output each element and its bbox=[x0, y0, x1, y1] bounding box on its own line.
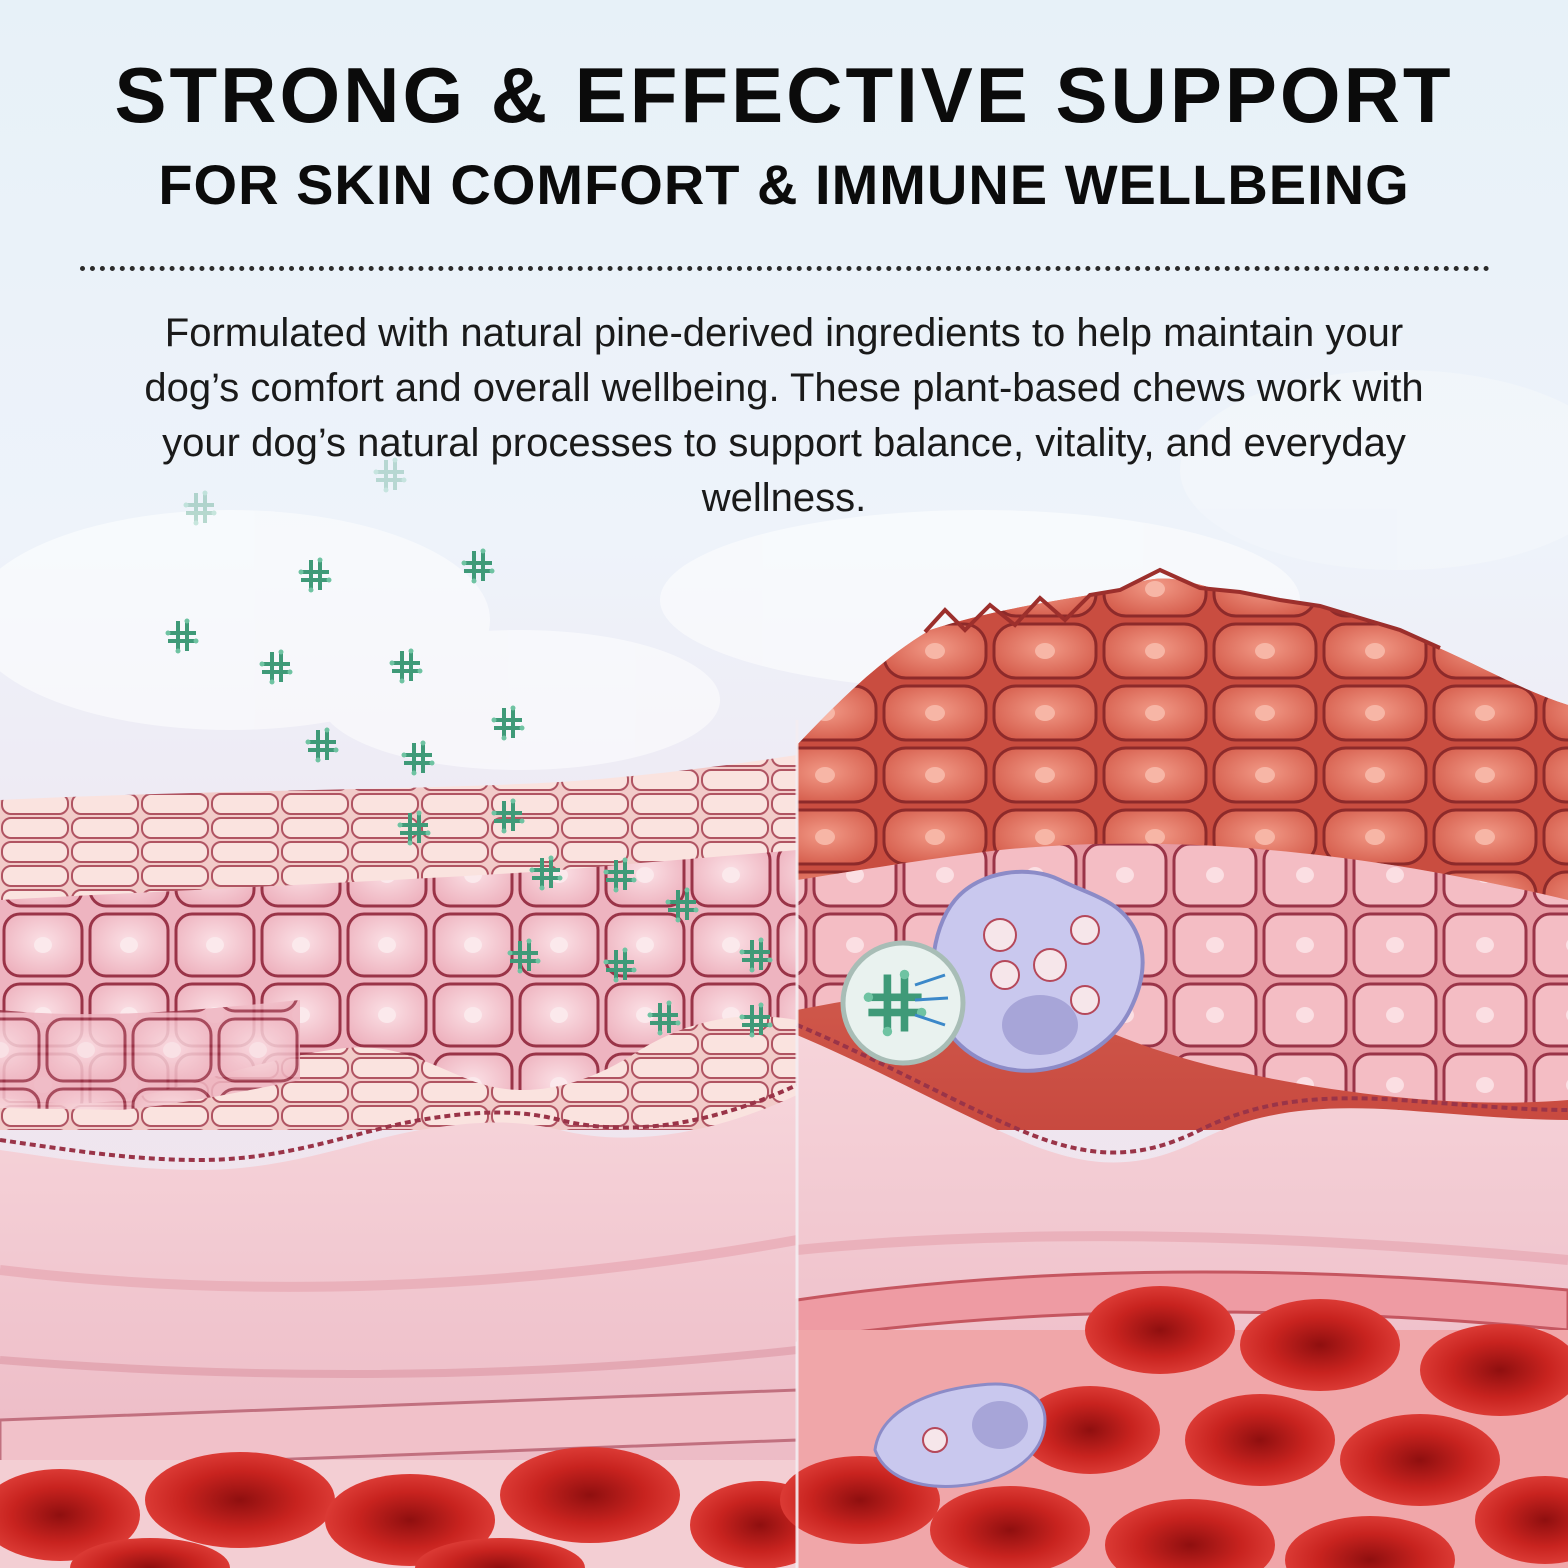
healthy-skin-panel bbox=[0, 755, 830, 1568]
page-title: STRONG & EFFECTIVE SUPPORT bbox=[114, 51, 1454, 139]
page-subtitle: FOR SKIN COMFORT & IMMUNE WELLBEING bbox=[158, 153, 1410, 216]
right-blood-cells bbox=[780, 1286, 1568, 1568]
irritated-skin-panel bbox=[780, 567, 1568, 1568]
immune-cell-small bbox=[873, 1382, 1047, 1488]
dotted-divider bbox=[80, 266, 1490, 271]
left-blood-cells bbox=[0, 1447, 830, 1568]
magnifier-callout bbox=[840, 940, 966, 1066]
description-paragraph: Formulated with natural pine-derived ing… bbox=[144, 311, 1424, 520]
immune-cell-large bbox=[930, 869, 1145, 1073]
